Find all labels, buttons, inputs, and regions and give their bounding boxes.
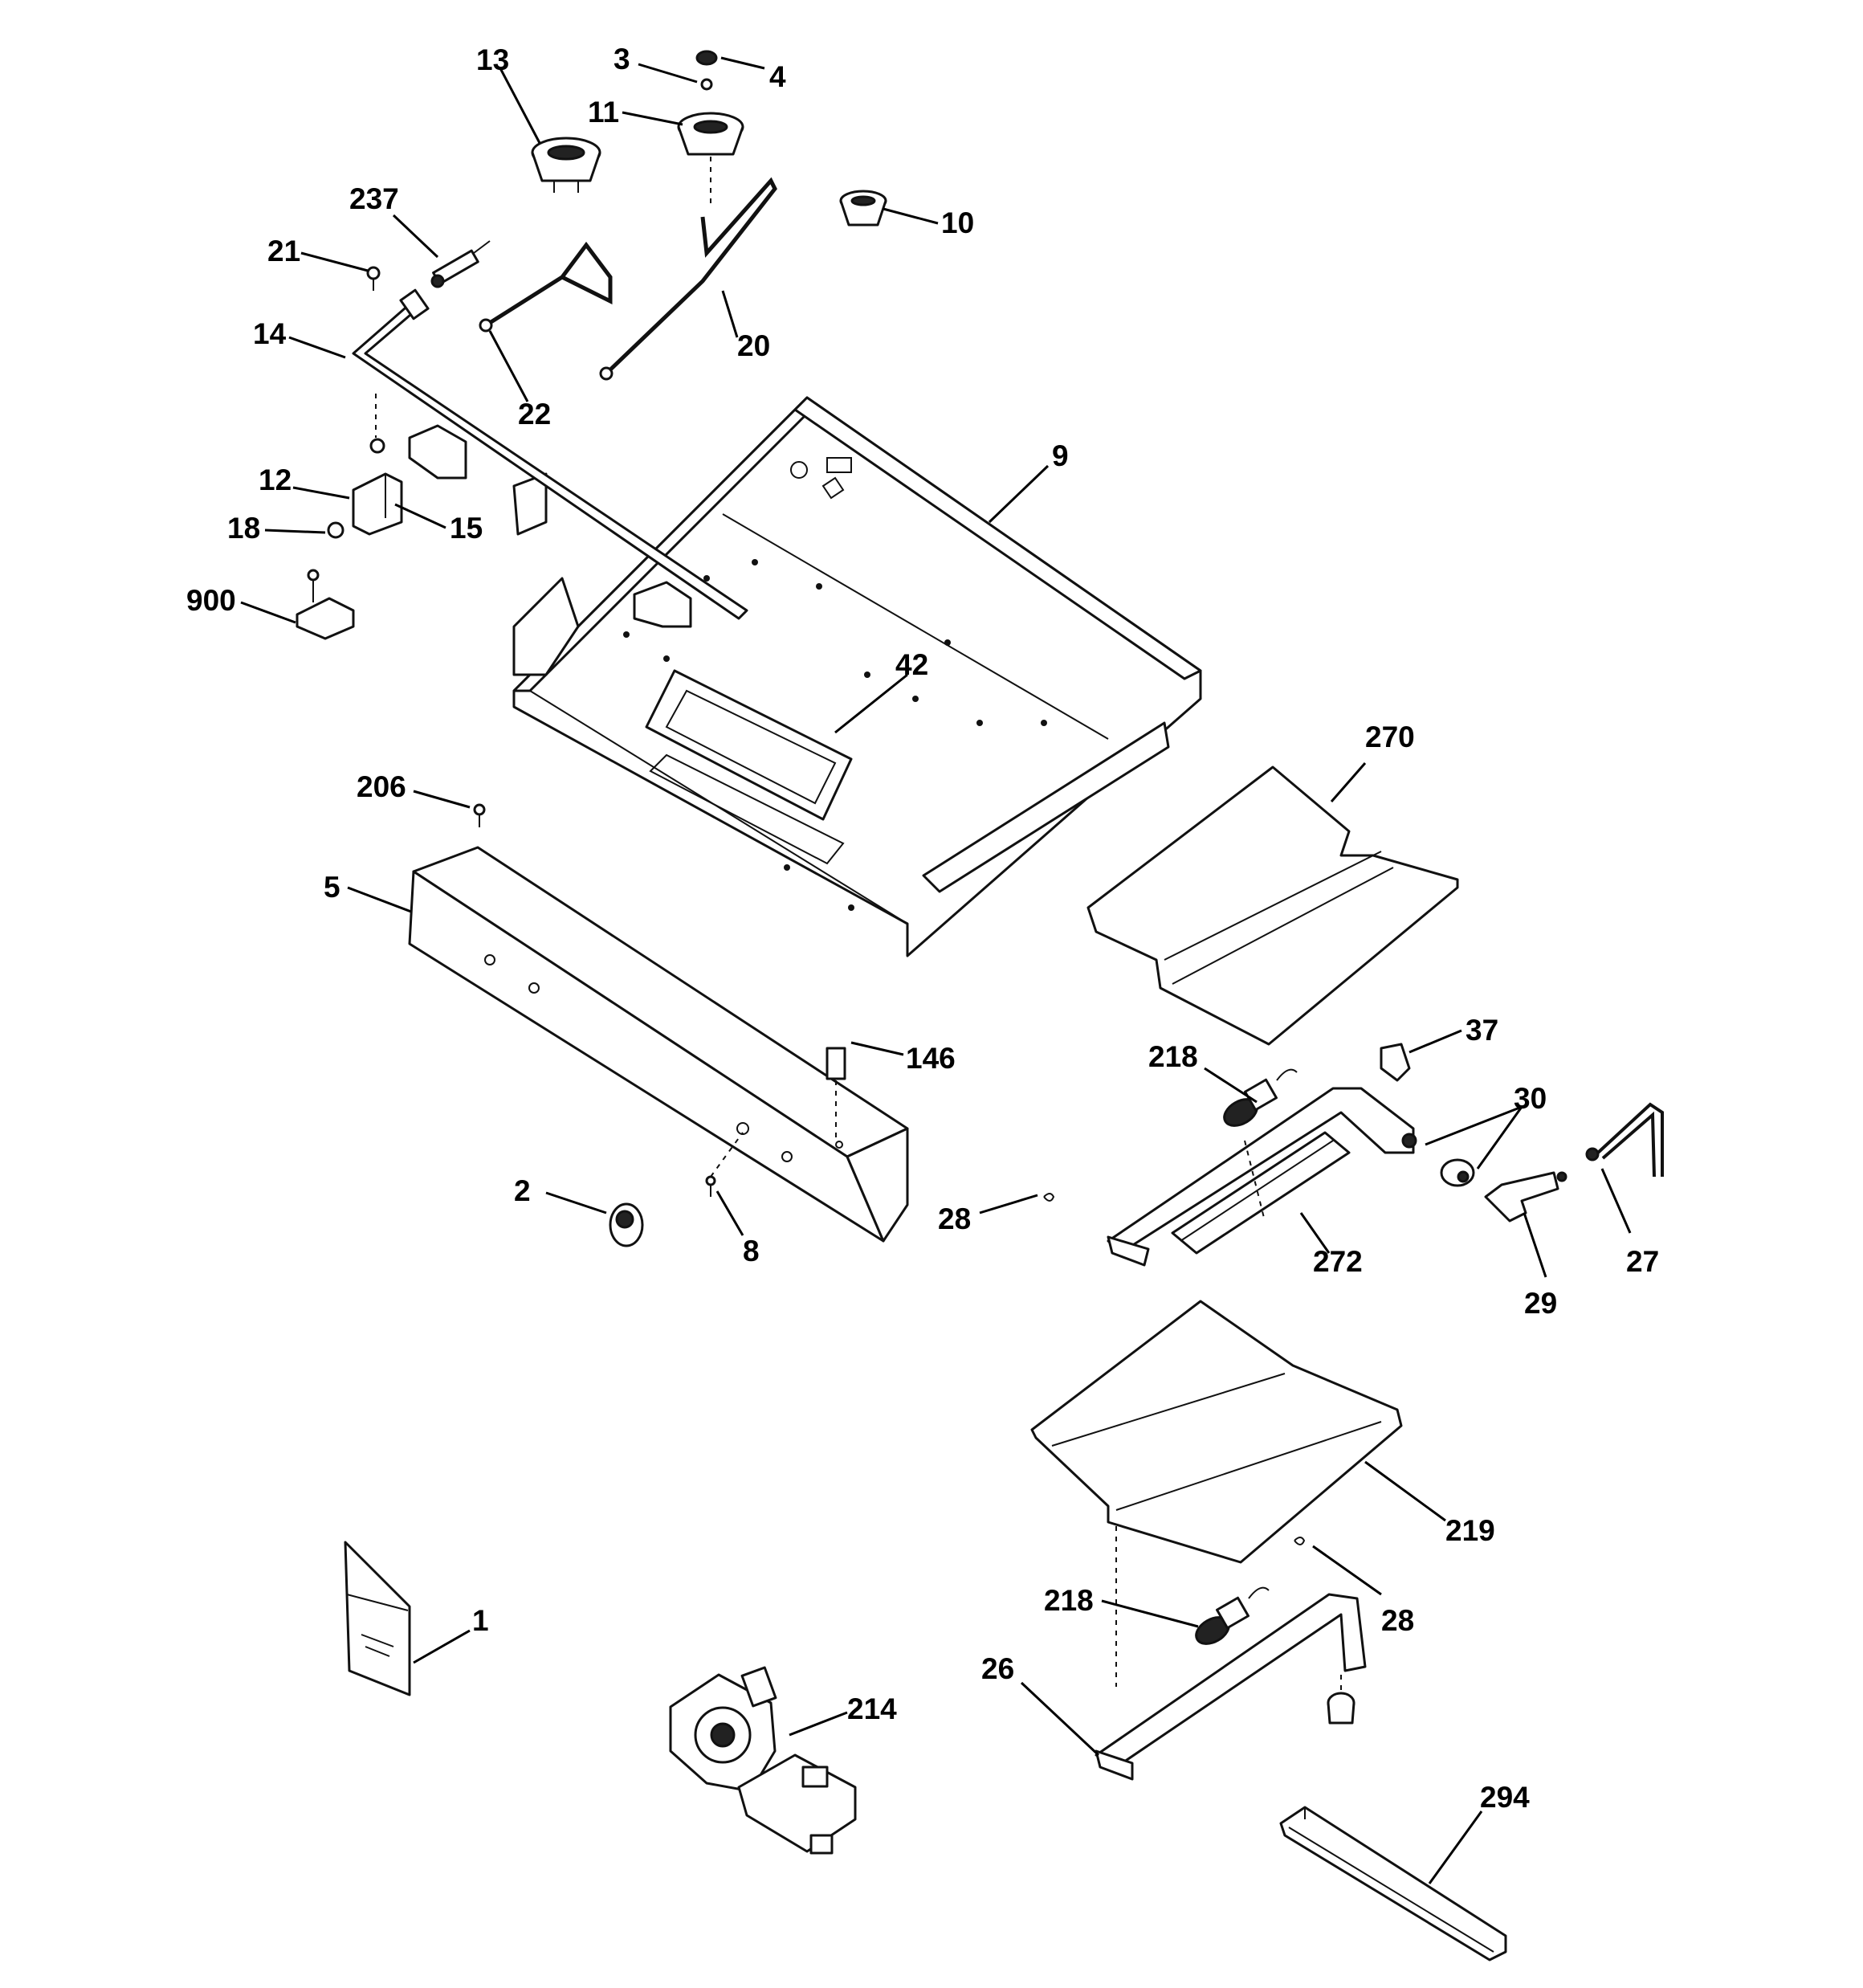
callout-294: 294: [1480, 1781, 1530, 1814]
flame-spreader: [1171, 1131, 1351, 1255]
callout-18: 18: [227, 512, 260, 545]
knob-2: [609, 1202, 644, 1247]
callout-270: 270: [1365, 720, 1415, 753]
callout-27: 27: [1626, 1245, 1659, 1278]
callout-10: 10: [941, 206, 974, 239]
callout-4: 4: [769, 60, 786, 93]
valve-bracket: [352, 394, 403, 536]
callout-900: 900: [186, 584, 236, 617]
air-shutter: [1440, 1158, 1475, 1187]
burner-head-11: [677, 112, 744, 209]
bracket-900: [296, 569, 355, 640]
cap-nut: [695, 50, 718, 91]
igniter-upper: [1223, 1068, 1298, 1127]
burner-box: [408, 396, 1202, 957]
clip-28-lower: [1294, 1537, 1306, 1545]
screw-8: [705, 1132, 744, 1197]
callout-1: 1: [472, 1604, 489, 1637]
clip-146: [826, 1047, 846, 1141]
burner-head-13: [531, 137, 601, 193]
elbow-29: [1484, 1171, 1567, 1223]
bake-burner-lower: [1095, 1593, 1367, 1781]
orifice-fitting: [430, 240, 491, 288]
callout-11: 11: [588, 96, 619, 129]
burner-tube-20: [599, 177, 777, 381]
callout-29: 29: [1524, 1287, 1557, 1320]
screw-21: [366, 266, 381, 291]
bake-baffle: [1030, 1300, 1403, 1687]
callout-214: 214: [847, 1692, 897, 1725]
callout-37: 37: [1466, 1014, 1498, 1047]
burner-head-10: [839, 190, 887, 227]
callout-206: 206: [357, 770, 406, 803]
burner-tube-22: [479, 241, 613, 333]
callout-42: 42: [895, 648, 928, 681]
callout-20: 20: [737, 329, 770, 362]
callout-3: 3: [614, 43, 630, 76]
callout-12: 12: [259, 463, 291, 496]
callout-219: 219: [1445, 1514, 1495, 1547]
callout-218-upper: 218: [1148, 1040, 1198, 1073]
manifold-pipe: [352, 288, 748, 620]
callout-237: 237: [349, 182, 399, 215]
callout-2: 2: [514, 1174, 531, 1207]
callout-5: 5: [324, 871, 340, 904]
callout-labels: 13 3 4 11 10 237 21 14 20 22 9 12 15 18 …: [186, 43, 1659, 1814]
callout-28-lower: 28: [1381, 1604, 1414, 1637]
callout-22: 22: [518, 398, 551, 431]
igniter-lower: [1195, 1586, 1270, 1645]
callout-13: 13: [476, 43, 509, 76]
callout-8: 8: [743, 1235, 760, 1268]
callout-21: 21: [267, 235, 300, 267]
access-panel: [645, 669, 853, 865]
callout-15: 15: [450, 512, 483, 545]
callout-28-upper: 28: [938, 1202, 971, 1235]
literature-envelope: [344, 1541, 411, 1696]
screw-206: [473, 803, 486, 827]
callout-9: 9: [1052, 439, 1069, 472]
manifold-panel: [408, 846, 909, 1243]
leader-lines: [240, 56, 1632, 1884]
bake-burner-upper: [1107, 1087, 1417, 1267]
washer-18: [327, 521, 344, 539]
callout-14: 14: [253, 317, 287, 350]
tube-27: [1585, 1102, 1664, 1178]
clip-28-upper: [1043, 1193, 1055, 1202]
callout-26: 26: [981, 1652, 1014, 1685]
clip-37: [1380, 1043, 1411, 1082]
callout-272: 272: [1313, 1245, 1363, 1278]
control-valve: [669, 1666, 857, 1855]
callout-218-lower: 218: [1044, 1584, 1094, 1617]
callout-30: 30: [1514, 1082, 1547, 1115]
burner-baffle: [1086, 765, 1459, 1046]
callout-146: 146: [906, 1042, 956, 1075]
bracket-294: [1279, 1806, 1507, 1961]
